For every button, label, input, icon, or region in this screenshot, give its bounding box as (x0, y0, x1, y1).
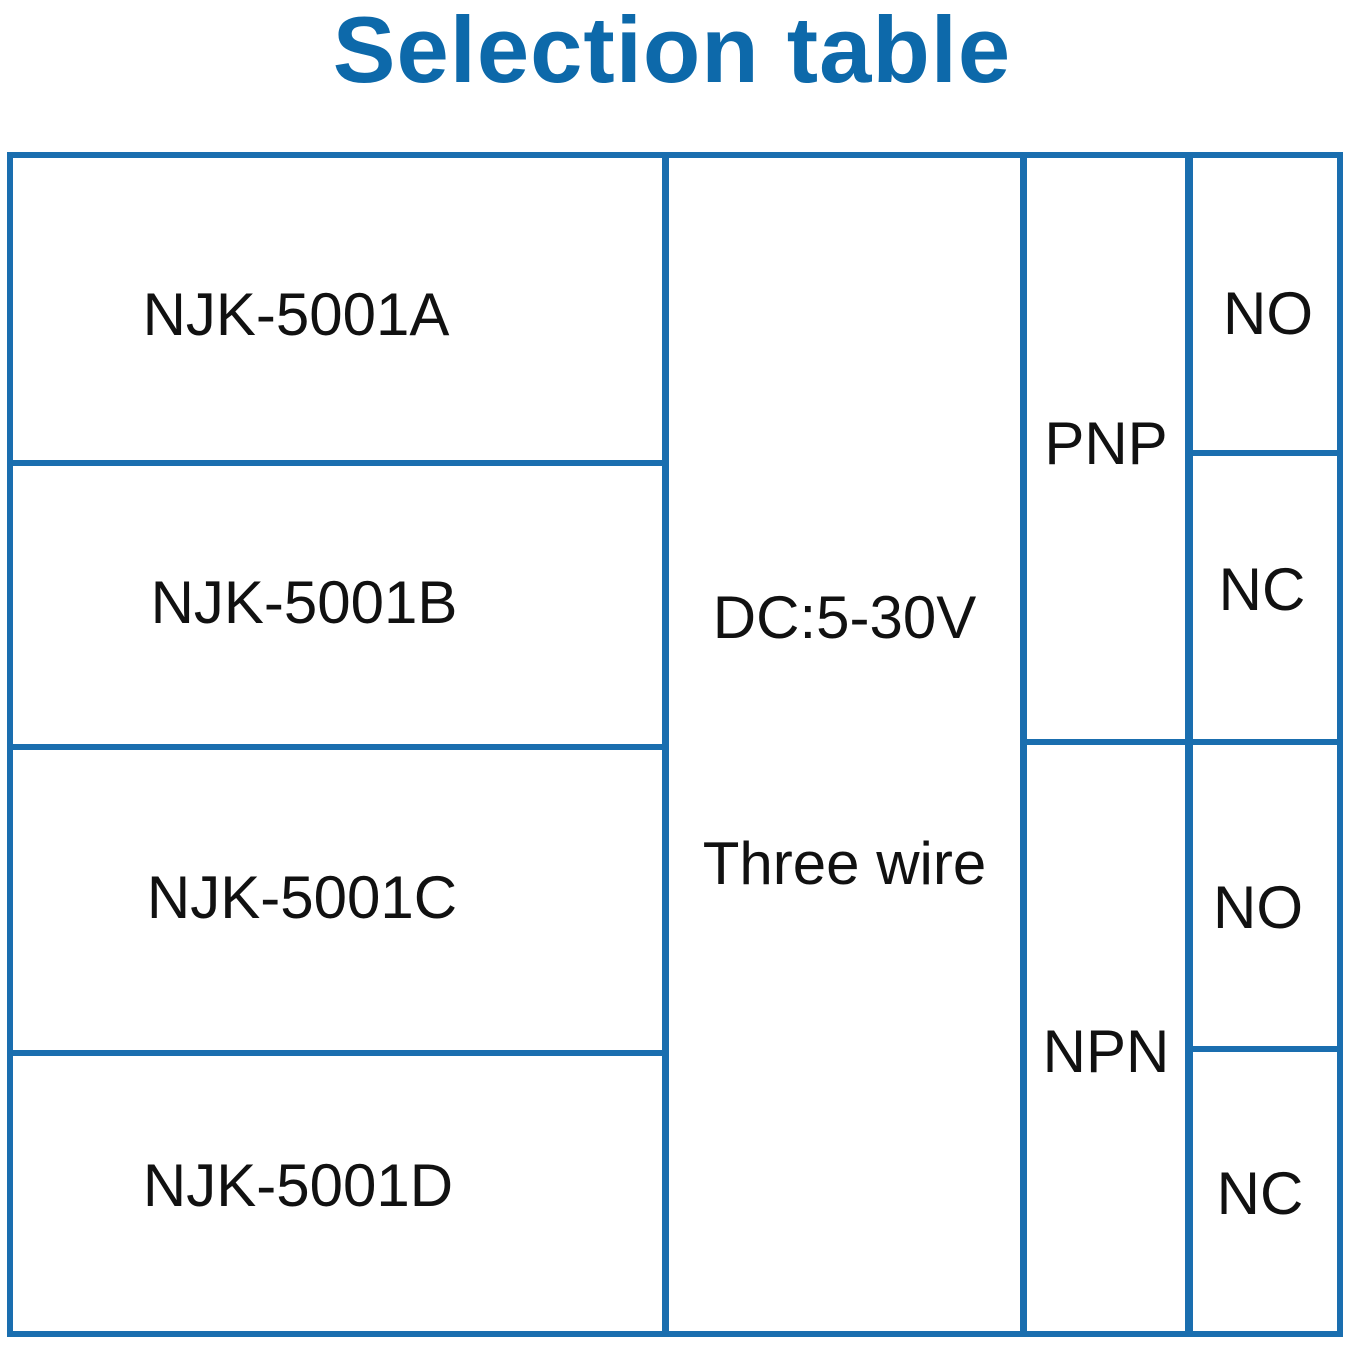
contact-npn-no: NO (1213, 874, 1303, 941)
model-cell-b: NJK-5001B (150, 569, 458, 636)
contact-pnp-nc: NC (1218, 556, 1306, 623)
model-cell-a: NJK-5001A (142, 281, 450, 348)
divider-model-row-3 (7, 1050, 667, 1056)
contact-npn-nc: NC (1216, 1160, 1304, 1227)
divider-contact-row-3 (1189, 1046, 1343, 1052)
divider-contact-row-2 (1189, 739, 1343, 745)
divider-model-row-1 (7, 460, 667, 466)
table-border-bottom (7, 1331, 1343, 1337)
table-border-top (7, 152, 1343, 158)
output-type-pnp: PNP (1044, 410, 1168, 477)
model-cell-d: NJK-5001D (142, 1152, 454, 1219)
page-title: Selection table (332, 0, 1012, 102)
output-type-npn: NPN (1042, 1018, 1170, 1085)
wiring-label: Three wire (702, 830, 987, 897)
divider-output-row (1023, 739, 1193, 745)
voltage-label: DC:5-30V (712, 584, 977, 651)
divider-contact-row-1 (1189, 450, 1343, 456)
model-cell-c: NJK-5001C (146, 864, 458, 931)
contact-pnp-no: NO (1223, 280, 1313, 347)
selection-table: NJK-5001A NJK-5001B NJK-5001C NJK-5001D … (7, 152, 1343, 1337)
divider-model-row-2 (7, 744, 667, 750)
